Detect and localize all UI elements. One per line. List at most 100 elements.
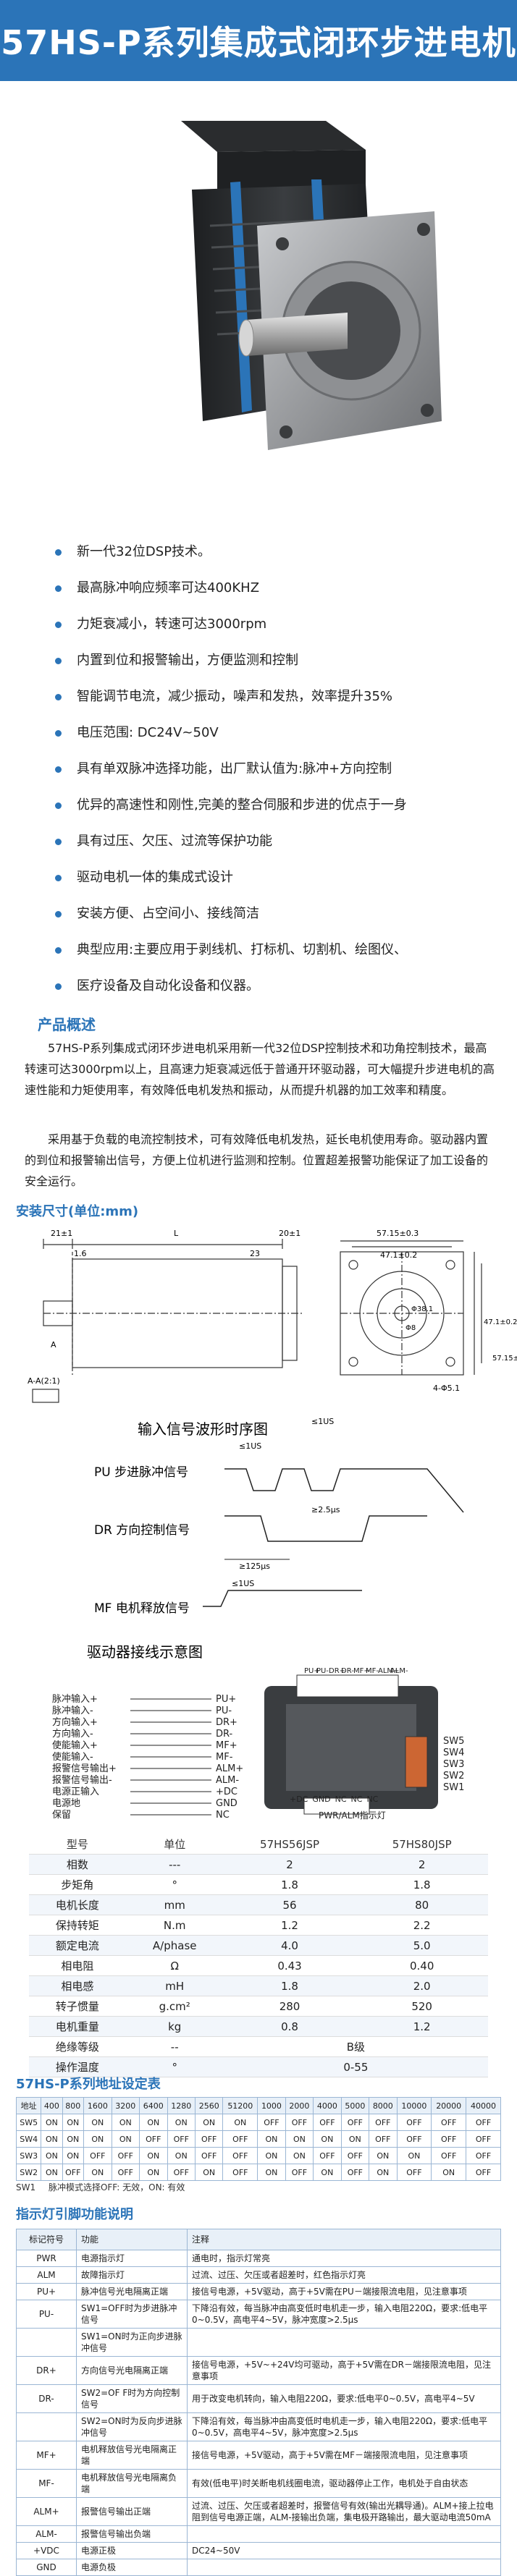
table-cell: ON (167, 2114, 196, 2131)
table-cell: ON (369, 2147, 398, 2164)
timing-label: ≤1US (232, 1579, 254, 1588)
table-row: 操作温度°0-55 (29, 2056, 488, 2077)
table-cell: 5.0 (356, 1935, 488, 1956)
table-cell: ON (396, 2147, 432, 2164)
wiring-heading: 驱动器接线示意图 (87, 1643, 203, 1661)
connector-label: PU+ (216, 1694, 236, 1705)
connector-label: +DC (216, 1787, 238, 1797)
feature-item: 具有过压、欠压、过流等保护功能 (55, 823, 504, 860)
table-cell: OFF (222, 2164, 258, 2181)
connector-bottom-label: +DC (290, 1795, 308, 1804)
connector-top-label: MF+ (353, 1667, 370, 1675)
table-cell: 51200 (222, 2097, 258, 2114)
table-cell: 保持转矩 (29, 1915, 126, 1936)
table-cell: OFF (194, 2130, 224, 2148)
connector-bottom-labels: +DC GND NC NC NC (290, 1795, 378, 1804)
connector-bottom-label: NC (350, 1795, 363, 1804)
table-row: SW2=ON时为反向步进脉冲信号下降沿有效，每当脉冲由高变低时电机走一步，输入电… (16, 2412, 501, 2441)
table-cell: 通电时，指示灯常亮 (187, 2250, 501, 2267)
dim-label: Φ8 (405, 1324, 416, 1332)
table-cell: 4.0 (223, 1935, 356, 1956)
table-cell: OFF (396, 2130, 432, 2148)
feature-item: 具有单双脉冲选择功能，出厂默认值为:脉冲+方向控制 (55, 751, 504, 787)
sw1-note: 脉冲模式选择OFF: 无效，ON: 有效 (48, 2182, 185, 2192)
dim-label: L (174, 1229, 179, 1238)
connector-top-label: ALM+ (378, 1667, 399, 1675)
table-cell: 接信号电源，+5V驱动，高于+5V需在PU－端接限流电阻，见注意事项 (187, 2283, 501, 2300)
wiring-label: 电源正输入 (52, 1786, 99, 1797)
table-cell: Ω (125, 1955, 224, 1976)
table-cell: 方向信号光电隔离正端 (76, 2356, 188, 2385)
table-cell: 520 (356, 1996, 488, 2017)
table-cell: 280 (223, 1996, 356, 2017)
table-header: 57HS80JSP (356, 1834, 488, 1855)
table-cell: 接信号电源，+5V~+24V均可驱动，高于+5V需在DR－端接限流电阻，见注意事… (187, 2356, 501, 2385)
table-cell: OFF (111, 2164, 140, 2181)
table-cell: 2560 (194, 2097, 224, 2114)
table-cell: SW5 (15, 2114, 42, 2131)
table-cell: 0-55 (223, 2056, 488, 2077)
table-header: 型号 (29, 1834, 126, 1855)
connector-top-label: ALM- (390, 1667, 408, 1675)
overview-paragraph-1: 57HS-P系列集成式闭环步进电机采用新一代32位DSP控制技术和功角控制技术，… (25, 1041, 495, 1097)
switch-label: SW3 (443, 1759, 464, 1770)
table-cell: ON (285, 2147, 314, 2164)
wiring-diagram: 驱动器接线示意图 PU+ PU- DR+ DR- MF+ MF- ALM+ AL… (52, 1643, 464, 1821)
address-heading: 57HS-P系列地址设定表 (16, 2077, 161, 2092)
table-cell: ° (125, 1874, 224, 1895)
table-cell: 0.8 (223, 2016, 356, 2037)
table-header: 功能 (76, 2229, 188, 2250)
table-cell: OFF (222, 2147, 258, 2164)
connector-label: MF- (216, 1752, 233, 1763)
wiring-label: 报警信号输出+ (52, 1763, 117, 1774)
dim-label: A-A(2:1) (28, 1376, 60, 1386)
table-cell: MF+ (16, 2441, 77, 2470)
table-cell: 电源正极 (76, 2542, 188, 2559)
table-cell: 1.2 (356, 2016, 488, 2037)
table-cell: OFF (466, 2147, 501, 2164)
table-cell: OFF (466, 2114, 501, 2131)
table-row: DR-SW2=OF F时为方向控制信号用于改变电机转向，输入电阻220Ω，要求:… (16, 2384, 501, 2413)
table-row: PU-SW1=OFF时为步进脉冲信号下降沿有效，每当脉冲由高变低时电机走一步，输… (16, 2300, 501, 2329)
table-cell: 400 (41, 2097, 63, 2114)
table-cell: 2.0 (356, 1975, 488, 1996)
table-cell: DR+ (16, 2356, 77, 2385)
table-cell: 有效(低电平)时关断电机线圈电流，驱动器停止工作，电机处于自由状态 (187, 2469, 501, 2498)
table-cell: PU- (16, 2300, 77, 2329)
table-cell: OFF (83, 2147, 112, 2164)
table-cell: OFF (431, 2130, 467, 2148)
table-cell: 6400 (139, 2097, 168, 2114)
table-cell: 3200 (111, 2097, 140, 2114)
table-cell: ON (222, 2114, 258, 2131)
timing-label: ≤1US (239, 1441, 261, 1451)
connector-top-label: DR+ (329, 1667, 345, 1675)
table-cell: ON (139, 2114, 168, 2131)
table-cell (16, 2412, 77, 2441)
table-cell: ON (340, 2130, 370, 2148)
table-cell: ON (83, 2130, 112, 2148)
feature-item: 驱动电机一体的集成式设计 (55, 860, 504, 896)
table-cell: 5000 (340, 2097, 370, 2114)
table-cell: 1.8 (223, 1975, 356, 1996)
table-cell: 2000 (285, 2097, 314, 2114)
table-cell: OFF (167, 2164, 196, 2181)
table-cell: GND (16, 2559, 77, 2576)
table-cell: 操作温度 (29, 2056, 126, 2077)
table-cell: 步矩角 (29, 1874, 126, 1895)
address-sw1-row: SW1 脉冲模式选择OFF: 无效，ON: 有效 (16, 2181, 185, 2193)
dim-label: 1.6 (74, 1249, 87, 1258)
table-cell: 用于改变电机转向，输入电阻220Ω，要求:低电平0~0.5V，高电平4~5V (187, 2384, 501, 2413)
table-cell: 过流、过压、欠压或者超差时，报警信号有效(输出光耦导通)。ALM+接上拉电阻到信… (187, 2497, 501, 2526)
dim-label: 20±1 (279, 1229, 300, 1238)
table-cell: -- (125, 2036, 224, 2057)
table-cell (187, 2328, 501, 2357)
table-cell: ON (369, 2164, 398, 2181)
table-cell: 报警信号输出正端 (76, 2497, 188, 2526)
table-cell: 脉冲信号光电隔离正端 (76, 2283, 188, 2300)
table-row: ALM+报警信号输出正端过流、过压、欠压或者超差时，报警信号有效(输出光耦导通)… (16, 2497, 501, 2526)
table-cell: 相电感 (29, 1975, 126, 1996)
